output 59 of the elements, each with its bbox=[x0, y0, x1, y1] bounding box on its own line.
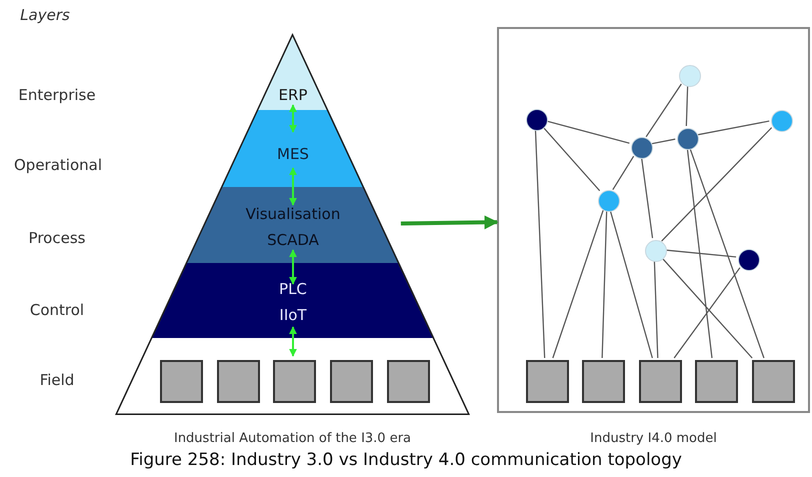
layer-system-label: ERP bbox=[278, 86, 308, 104]
connector-line bbox=[686, 148, 713, 358]
layer-system-label: MES bbox=[277, 145, 309, 163]
device-box bbox=[639, 360, 682, 403]
network-panel bbox=[497, 27, 810, 413]
diagram-subcaption: Industry I4.0 model bbox=[590, 431, 717, 446]
arrow bbox=[289, 326, 297, 357]
connector-line bbox=[698, 120, 770, 136]
layer-name: Process bbox=[28, 229, 86, 247]
layer-name: Enterprise bbox=[18, 86, 96, 104]
network-node bbox=[526, 109, 548, 131]
network-node bbox=[645, 240, 667, 262]
figure-caption: Figure 258: Industry 3.0 vs Industry 4.0 communication topology bbox=[130, 450, 682, 470]
pyramid bbox=[115, 33, 470, 415]
connector-line bbox=[689, 148, 764, 358]
layer-name: Control bbox=[30, 301, 84, 319]
device-box bbox=[273, 360, 316, 403]
network-node bbox=[631, 137, 653, 159]
device-box bbox=[752, 360, 795, 403]
layer-system-label: PLC bbox=[279, 280, 307, 298]
device-box bbox=[160, 360, 203, 403]
network-node bbox=[598, 190, 620, 212]
device-box bbox=[695, 360, 738, 403]
connector-line bbox=[612, 156, 634, 190]
connector-line bbox=[674, 267, 740, 358]
connector-line bbox=[552, 210, 604, 358]
connector-line bbox=[662, 258, 753, 358]
connector-line bbox=[666, 250, 736, 258]
device-box bbox=[526, 360, 569, 403]
connector-line bbox=[654, 260, 658, 358]
connector-line bbox=[610, 210, 653, 358]
layer-name: Field bbox=[40, 371, 74, 389]
connector-line bbox=[641, 158, 654, 238]
arrow bbox=[289, 104, 297, 133]
layer-system-label: SCADA bbox=[267, 231, 319, 249]
connector-line bbox=[534, 130, 546, 358]
arrow bbox=[289, 167, 297, 206]
arrow bbox=[400, 215, 498, 230]
device-box bbox=[582, 360, 625, 403]
device-box bbox=[330, 360, 373, 403]
network-node bbox=[771, 110, 793, 132]
connector-line bbox=[686, 86, 688, 126]
layer-name: Operational bbox=[14, 156, 102, 174]
network-node bbox=[679, 65, 701, 87]
network-node bbox=[738, 249, 760, 271]
connector-line bbox=[661, 127, 772, 242]
connector-line bbox=[602, 210, 608, 358]
connector-line bbox=[546, 120, 630, 144]
device-box bbox=[217, 360, 260, 403]
layer-system-label: Visualisation bbox=[246, 205, 340, 223]
connector-line bbox=[652, 138, 676, 144]
connector-line bbox=[646, 84, 682, 138]
device-box bbox=[387, 360, 430, 403]
arrow bbox=[289, 249, 297, 285]
connector-line bbox=[542, 126, 600, 192]
column-heading: Layers bbox=[20, 6, 70, 24]
diagram-subcaption: Industrial Automation of the I3.0 era bbox=[174, 431, 412, 446]
layer-system-label: IIoT bbox=[279, 306, 307, 324]
network-node bbox=[677, 128, 699, 150]
